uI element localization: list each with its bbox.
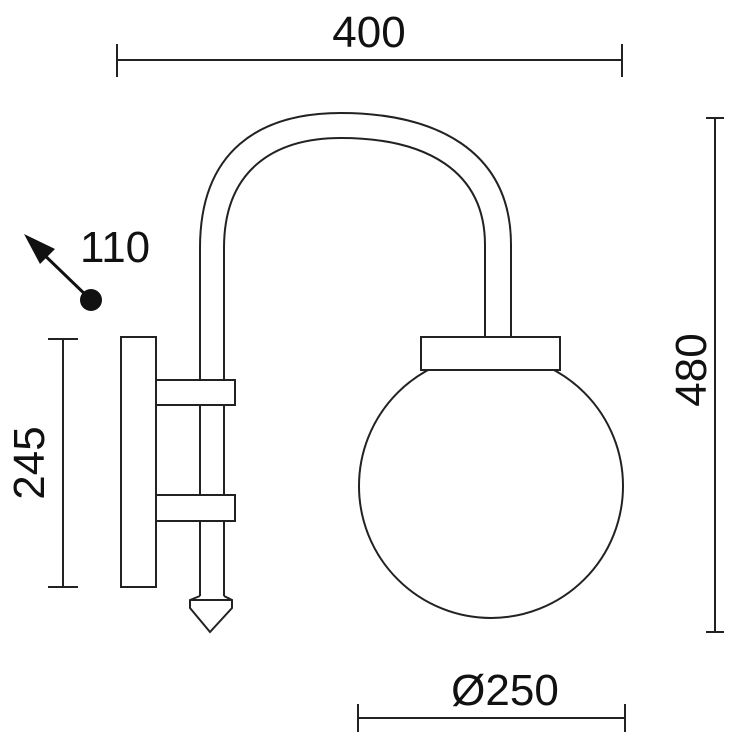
wall-plate xyxy=(120,336,157,588)
width-dimension-label: 400 xyxy=(332,8,405,57)
arm-inner-line xyxy=(223,136,486,380)
height-dimension: 480 xyxy=(667,117,724,633)
width-dimension: 400 xyxy=(116,8,623,77)
lower-bracket xyxy=(155,494,236,522)
globe-collar-outline xyxy=(420,336,561,371)
arm-outer-line xyxy=(199,111,512,380)
mount-height-dimension: 245 xyxy=(5,338,78,588)
mount-height-dimension-label: 245 xyxy=(5,426,54,499)
finial-tip xyxy=(189,595,233,634)
wall-lamp xyxy=(120,111,624,634)
globe-collar-fill xyxy=(421,338,560,369)
globe-diameter-dimension: Ø250 xyxy=(357,666,626,732)
globe-diameter-dimension-label: Ø250 xyxy=(451,666,559,715)
upper-bracket xyxy=(155,379,236,406)
projection-label: 110 xyxy=(80,223,150,272)
arrow-with-dot-icon xyxy=(24,234,102,311)
height-dimension-label: 480 xyxy=(667,333,716,406)
globe xyxy=(358,353,624,619)
projection-marker: 110 xyxy=(24,223,150,311)
